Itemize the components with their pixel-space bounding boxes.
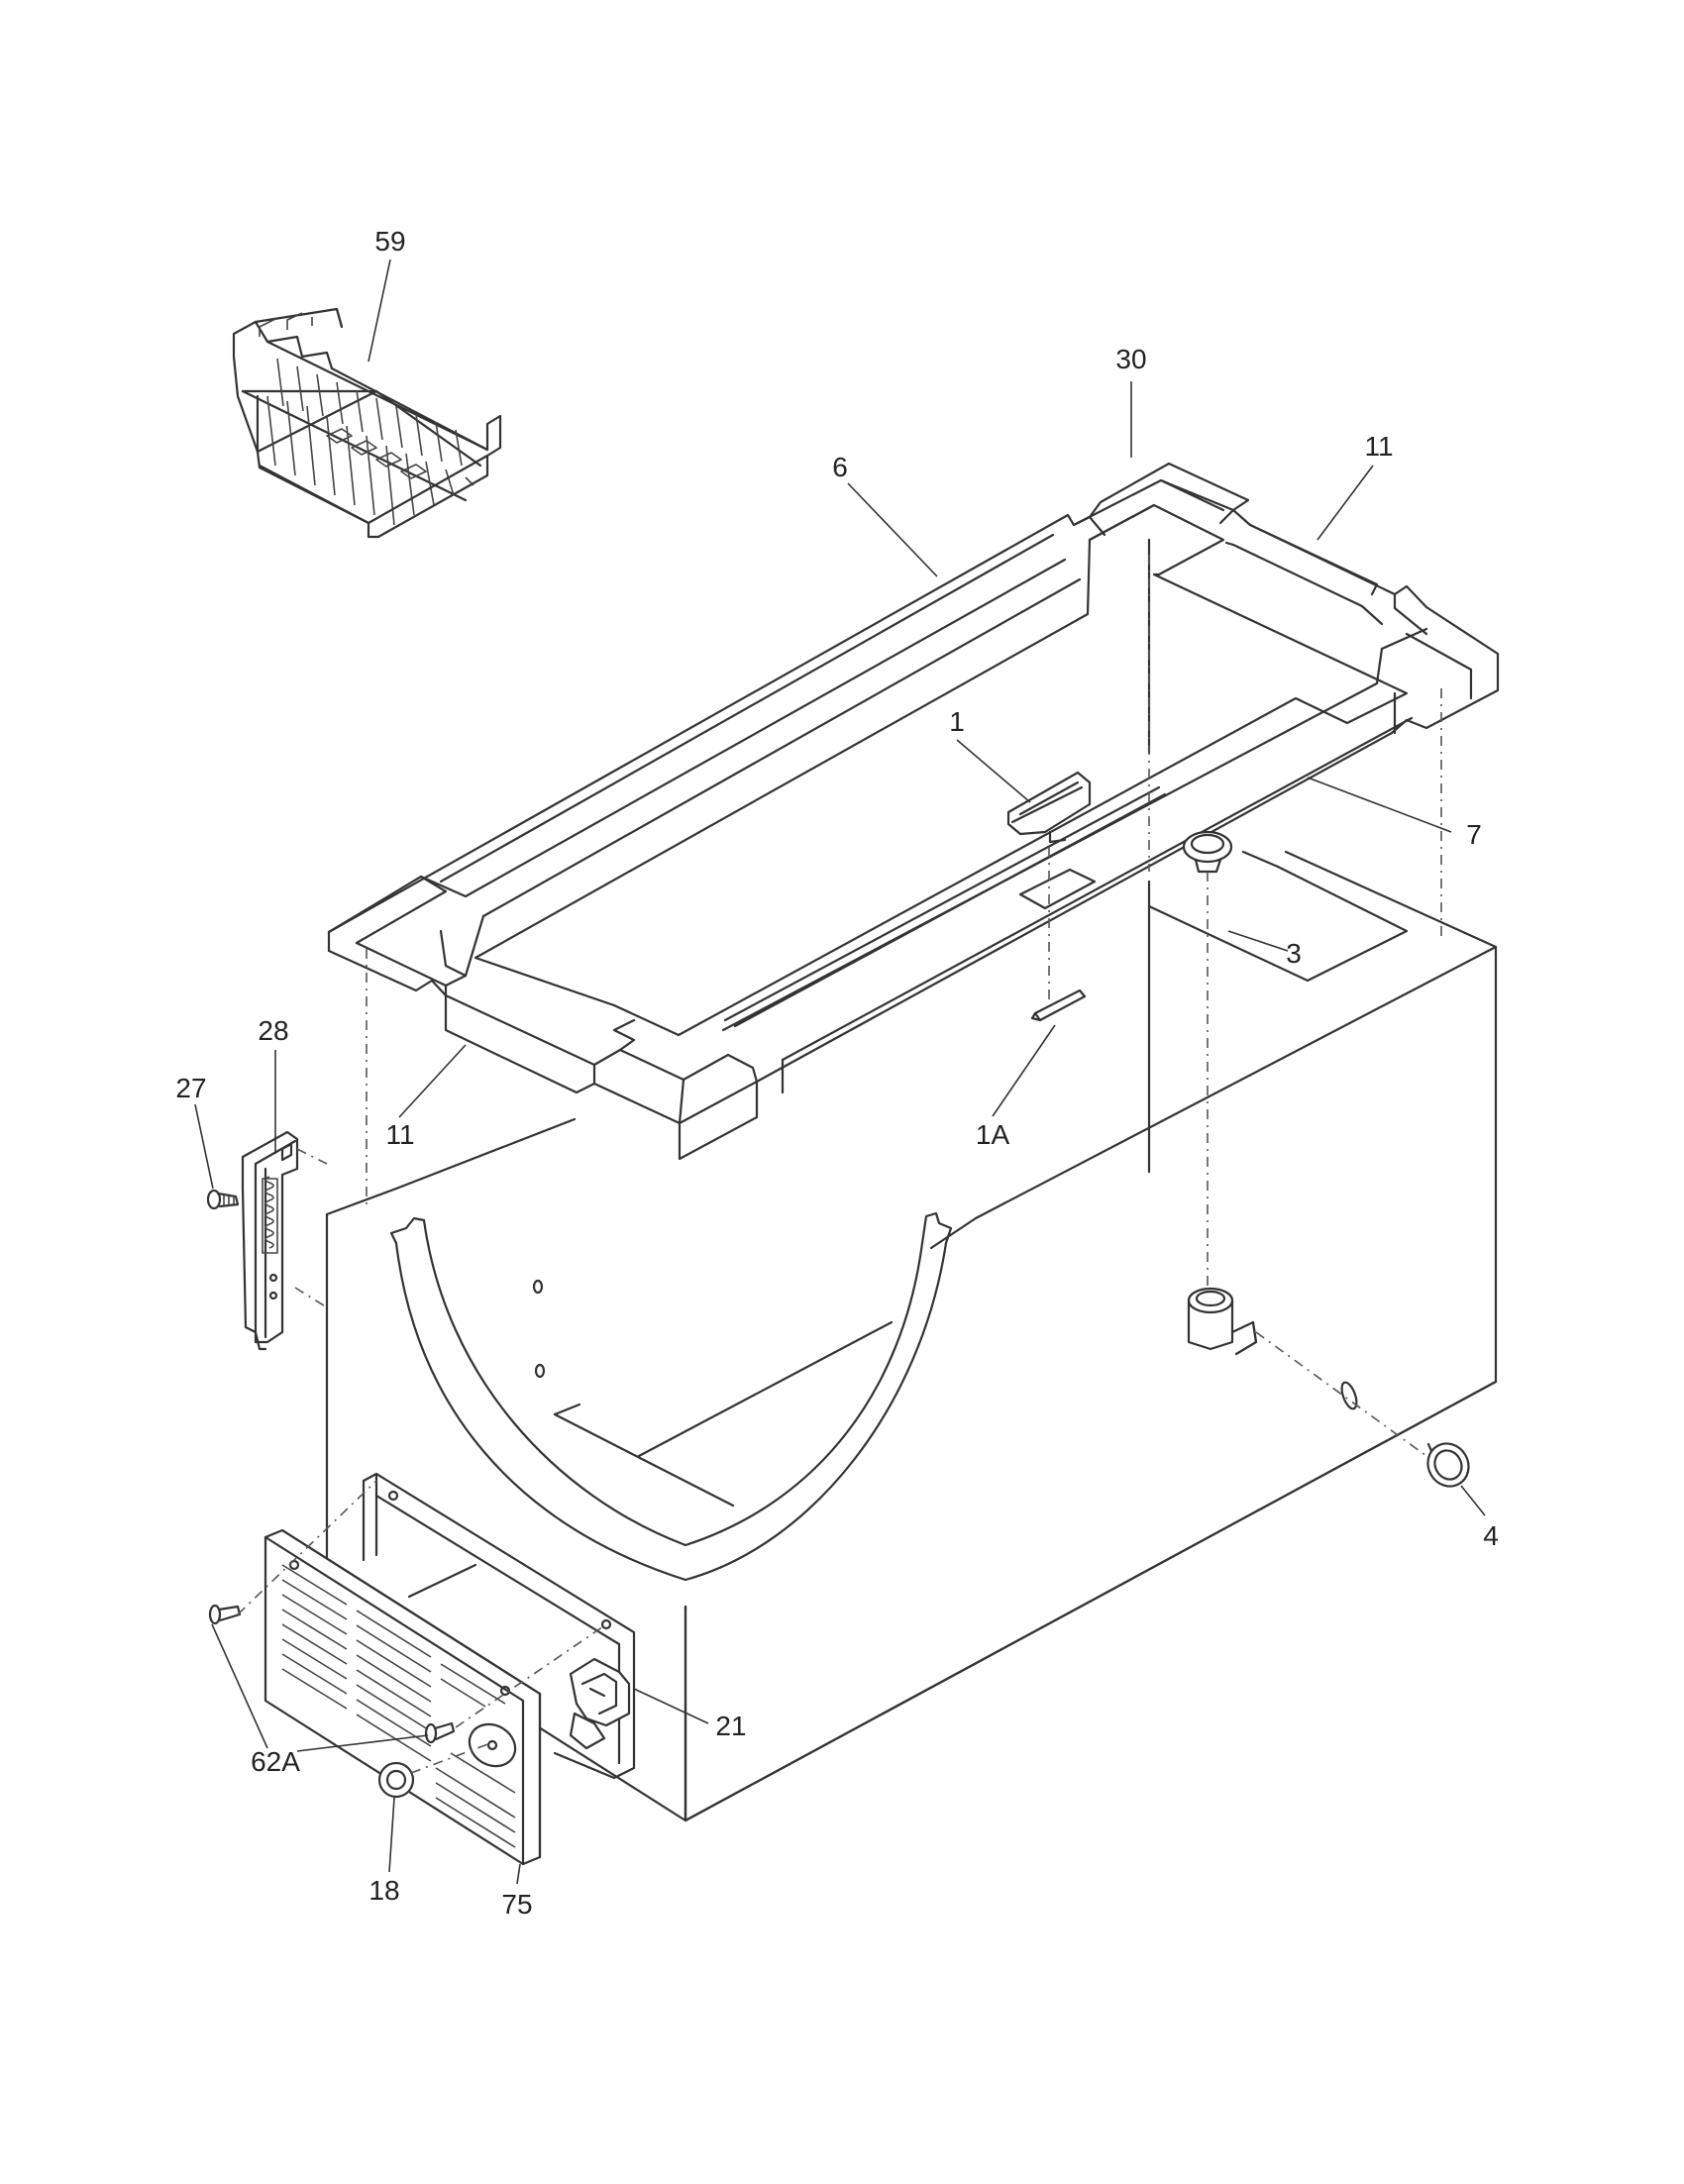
grommet-part-18: [377, 1761, 415, 1799]
label-11-top: 11: [1364, 431, 1393, 462]
label-59: 59: [374, 226, 405, 257]
label-18: 18: [368, 1875, 399, 1906]
rear-opening-frame: [362, 1472, 636, 1780]
part-labels: 59 30 6 11 1 7 3 28 27 11 1A 4 21 62A 18…: [175, 226, 1498, 1920]
drain-plug-part-3: [1182, 830, 1233, 874]
label-7: 7: [1466, 819, 1482, 850]
alignment-lines: [237, 555, 1442, 1774]
label-1A: 1A: [976, 1119, 1010, 1150]
relay-part-21: [569, 1657, 631, 1750]
label-6: 6: [832, 452, 848, 482]
label-4: 4: [1483, 1520, 1499, 1551]
clip-part-1A: [1030, 988, 1087, 1022]
grille-part-75: [263, 1528, 542, 1866]
label-30: 30: [1115, 344, 1146, 374]
label-11-left: 11: [385, 1119, 414, 1150]
label-28: 28: [258, 1015, 288, 1046]
label-27: 27: [175, 1073, 206, 1103]
screw-part-27: [206, 1189, 240, 1210]
label-21: 21: [715, 1711, 746, 1741]
label-75: 75: [501, 1889, 532, 1920]
label-62A: 62A: [251, 1746, 300, 1777]
label-1: 1: [949, 706, 965, 737]
label-3: 3: [1286, 938, 1302, 969]
drain-tube: [1187, 1287, 1258, 1356]
handle-part: [1006, 771, 1092, 844]
breaker-frame: [327, 462, 1500, 1161]
basket-part-59: [232, 307, 502, 539]
screw-part-62A: [208, 1604, 456, 1744]
leader-lines: [194, 259, 1486, 1885]
hinge-part-28: [241, 1130, 299, 1351]
cabinet: [325, 850, 1498, 1822]
drain-cap-part-4: [1426, 1442, 1470, 1488]
